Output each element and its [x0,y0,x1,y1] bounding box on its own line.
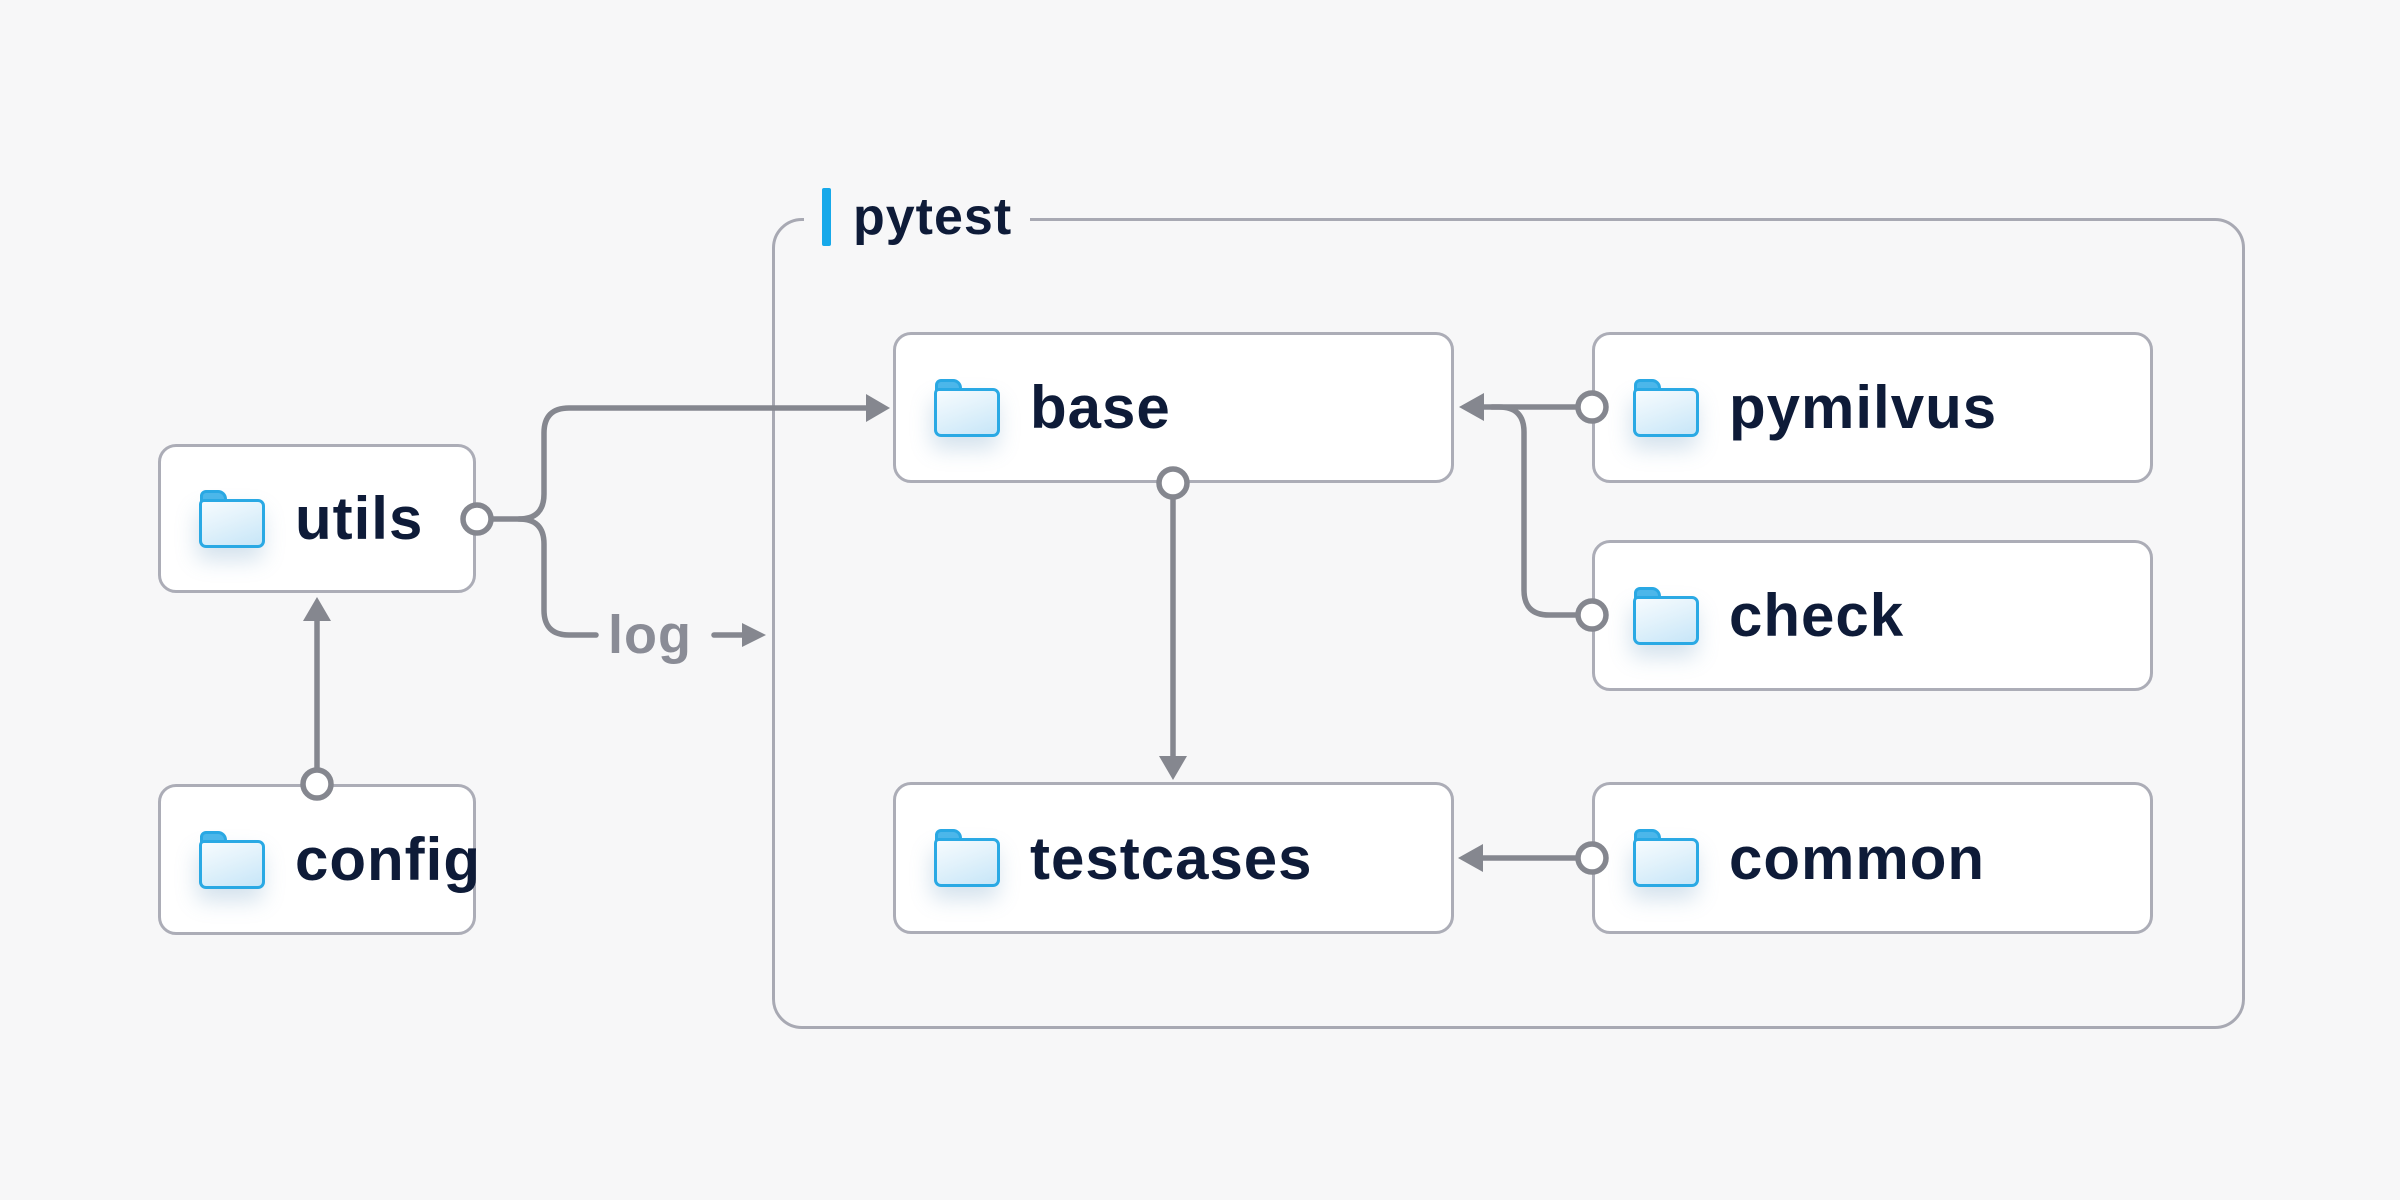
node-pymilvus-label: pymilvus [1729,374,1998,441]
folder-icon [199,489,265,548]
accent-bar-icon [822,188,831,246]
node-testcases-label: testcases [1030,824,1313,892]
arrowhead-log [742,623,766,647]
folder-icon [199,830,265,889]
folder-icon [934,829,1000,887]
folder-icon [1633,586,1699,645]
node-base-label: base [1030,374,1171,441]
folder-icon [1633,378,1699,437]
node-pymilvus: pymilvus [1592,332,2153,483]
node-utils: utils [158,444,476,593]
node-config: config [158,784,480,935]
arrowhead-config-utils [303,597,331,621]
node-config-label: config [295,826,481,893]
node-common: common [1592,782,2153,934]
folder-icon [934,378,1000,437]
node-check: check [1592,540,2153,691]
edge-utils-log [516,516,599,638]
pytest-cluster-box [772,218,2245,1029]
folder-icon [1633,829,1699,887]
node-common-label: common [1729,824,1986,892]
node-utils-label: utils [295,485,424,552]
pytest-cluster-label: pytest [804,180,1031,254]
node-check-label: check [1729,582,1905,649]
node-testcases: testcases [893,782,1454,934]
node-base: base [893,332,1454,483]
edge-label-log: log [608,605,692,665]
cluster-title: pytest [853,188,1013,246]
